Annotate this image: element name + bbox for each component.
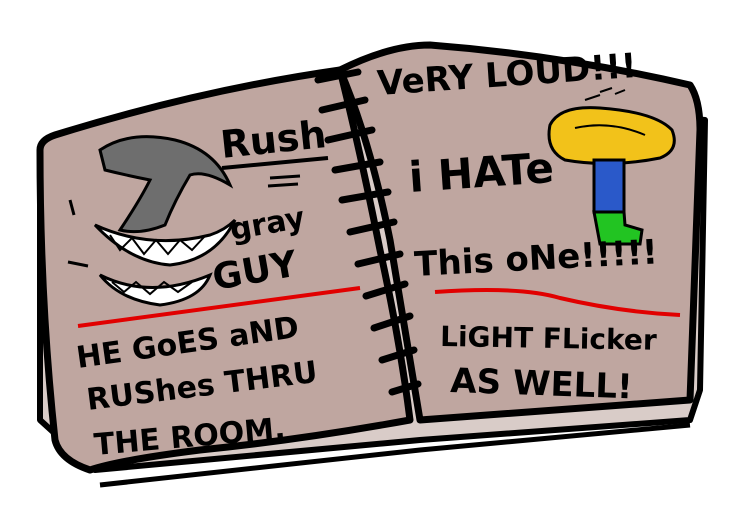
spiral-binding [314, 68, 422, 396]
rush-monster-icon [67, 135, 237, 307]
right-line4: LiGHT FLicker [440, 320, 657, 357]
right-line5: AS WELL! [450, 361, 633, 407]
left-red-divider [77, 286, 361, 328]
rush-title-underline-2 [267, 174, 301, 188]
player-character-icon [547, 87, 676, 246]
right-line2: i HATe [407, 143, 555, 202]
right-red-divider [434, 288, 681, 317]
rush-title-underline [221, 156, 329, 170]
